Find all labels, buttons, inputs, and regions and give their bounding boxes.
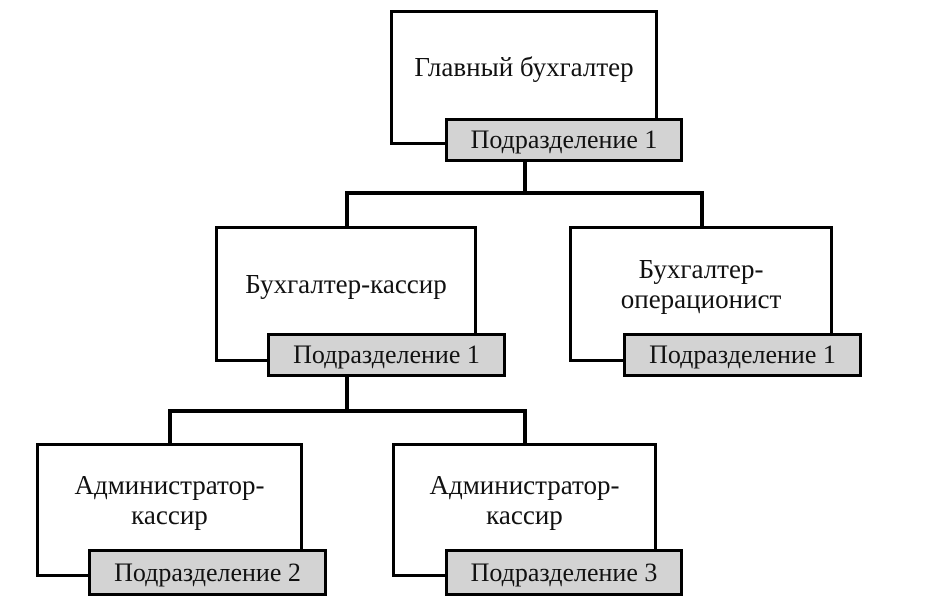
org-node-title: Администратор- кассир xyxy=(429,470,619,550)
title-line-1: Администратор- xyxy=(74,469,265,500)
connector-cashier-horizontal xyxy=(168,409,527,413)
org-node-title: Бухгалтер- операционист xyxy=(621,254,782,334)
division-badge-cashier: Подразделение 1 xyxy=(267,333,506,377)
connector-drop-to-admin3 xyxy=(523,409,527,447)
division-badge-admin-left: Подразделение 2 xyxy=(88,549,327,596)
title-line-2: кассир xyxy=(131,500,208,530)
division-badge-operationist: Подразделение 1 xyxy=(623,333,862,377)
division-badge-chief: Подразделение 1 xyxy=(445,118,683,162)
title-line-1: Администратор- xyxy=(429,469,620,500)
title-line-2: операционист xyxy=(620,284,782,314)
title-line-2: кассир xyxy=(486,500,563,530)
title-line-1: Бухгалтер- xyxy=(638,253,764,284)
division-badge-admin-right: Подразделение 3 xyxy=(445,549,683,596)
connector-drop-to-admin2 xyxy=(168,409,172,447)
connector-chief-stem xyxy=(523,158,527,195)
connector-drop-to-operationist xyxy=(700,191,704,230)
org-node-title: Администратор- кассир xyxy=(74,470,264,550)
connector-drop-to-cashier xyxy=(345,191,349,230)
org-node-title: Главный бухгалтер xyxy=(414,52,634,83)
connector-chief-horizontal xyxy=(345,191,704,195)
connector-cashier-stem xyxy=(345,374,349,413)
org-node-title: Бухгалтер-кассир xyxy=(245,268,447,299)
